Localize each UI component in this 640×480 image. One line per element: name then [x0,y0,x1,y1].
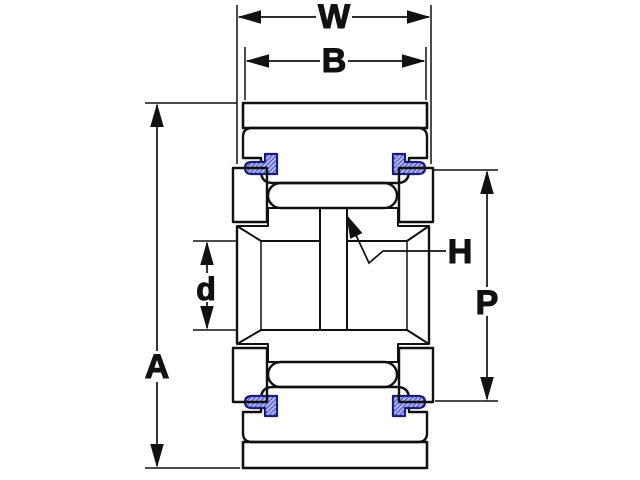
lube-hole [261,208,407,331]
inner-ring [235,207,431,363]
label-outside-diameter: A [145,348,170,386]
dimension-p: P [434,169,499,402]
extension-lines [236,5,432,164]
callout-h: H [346,214,473,272]
outer-ring-top [241,126,429,185]
dimension-d: d [193,240,237,331]
tire-top [241,101,429,130]
label-plate-diameter: P [476,284,499,322]
rollers [266,181,399,389]
label-overall-width: W [318,0,351,36]
tire-bottom [241,440,429,470]
dimension-w: W [237,0,431,37]
label-lube-hole: H [448,233,473,271]
dimension-a: A [144,102,240,469]
dimension-b: B [245,41,426,81]
label-bore-diameter: d [196,271,216,307]
label-roller-width: B [322,42,347,80]
